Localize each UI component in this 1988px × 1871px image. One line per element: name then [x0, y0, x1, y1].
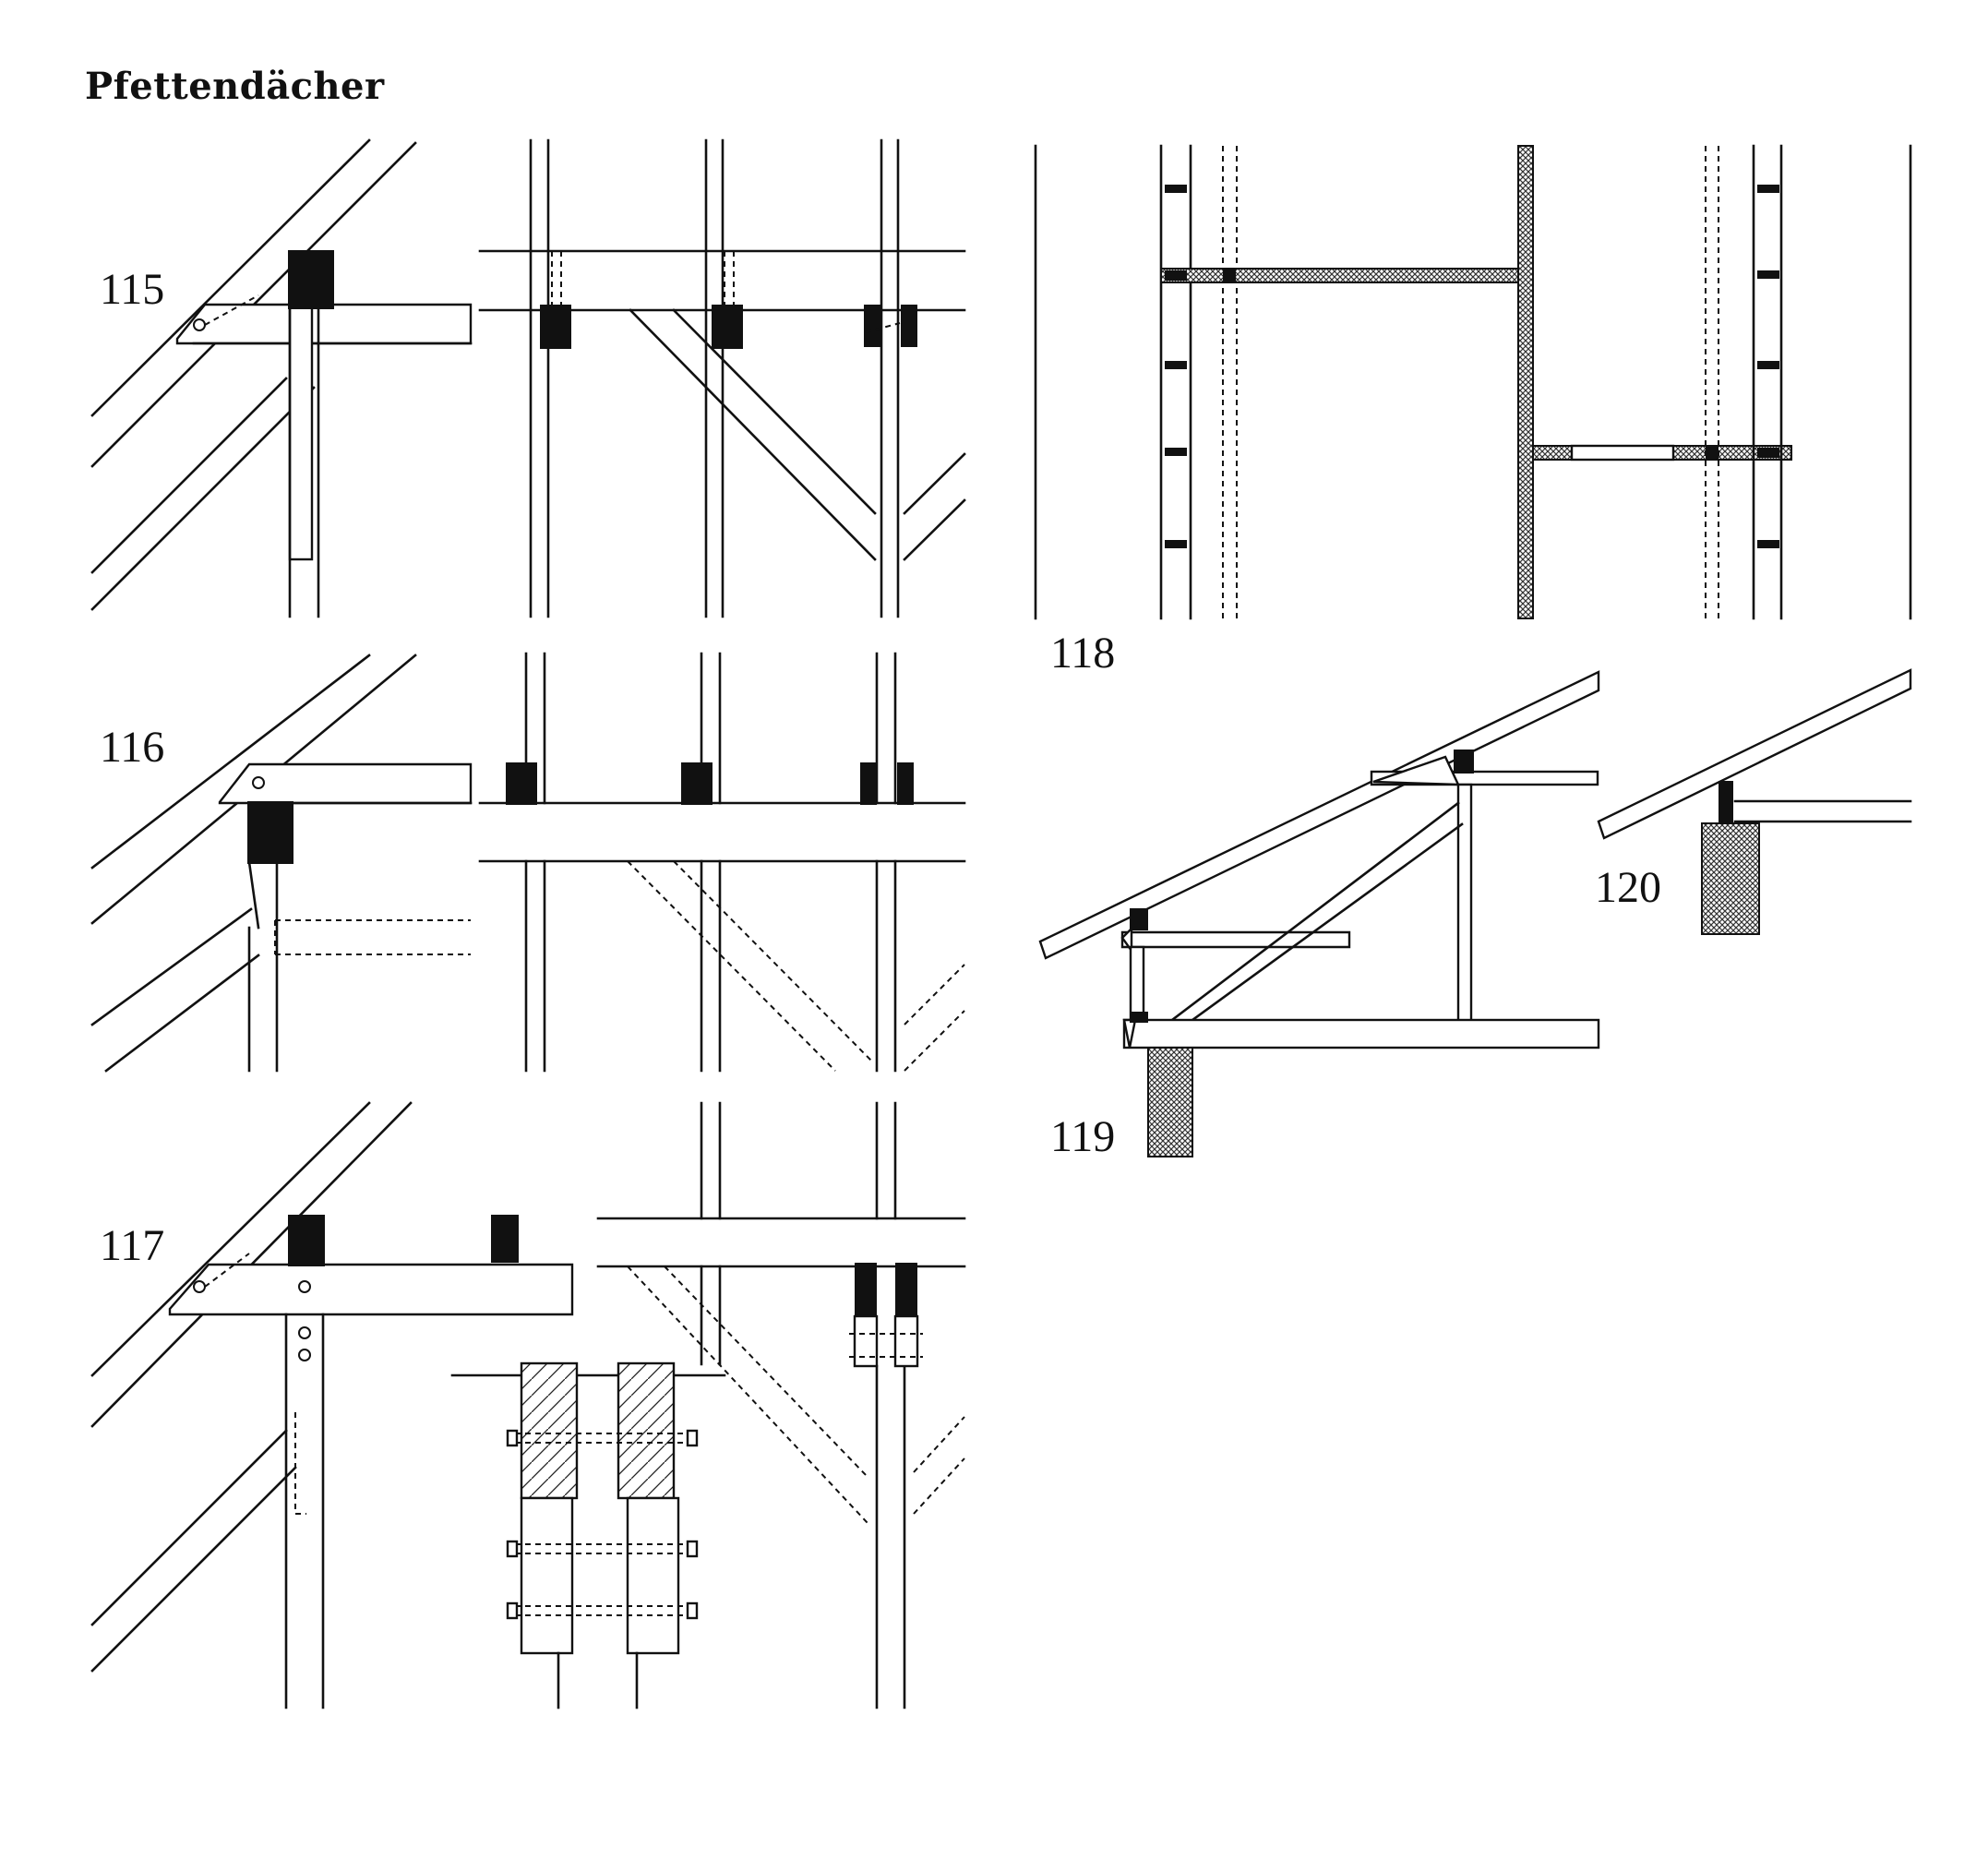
figure-number-120: 120 — [1595, 863, 1661, 912]
figure-number-119: 119 — [1050, 1112, 1116, 1161]
page-title: Pfettendächer — [85, 65, 385, 108]
figure-number-117: 117 — [100, 1221, 165, 1270]
figure-117-elevation — [596, 1101, 966, 1709]
figure-number-115: 115 — [100, 265, 165, 314]
figure-119-section — [1038, 670, 1600, 1157]
figure-115-elevation — [478, 138, 966, 618]
figure-115-section — [90, 138, 473, 618]
figure-120-section — [1597, 668, 1912, 935]
figure-number-118: 118 — [1050, 629, 1116, 678]
figure-117-section — [90, 1101, 574, 1709]
figure-118-plan — [1034, 144, 1912, 620]
figure-number-116: 116 — [100, 723, 165, 772]
figure-116-section — [90, 654, 473, 1073]
figure-116-elevation — [478, 652, 966, 1073]
figure-117-bolt-detail — [450, 1361, 726, 1709]
